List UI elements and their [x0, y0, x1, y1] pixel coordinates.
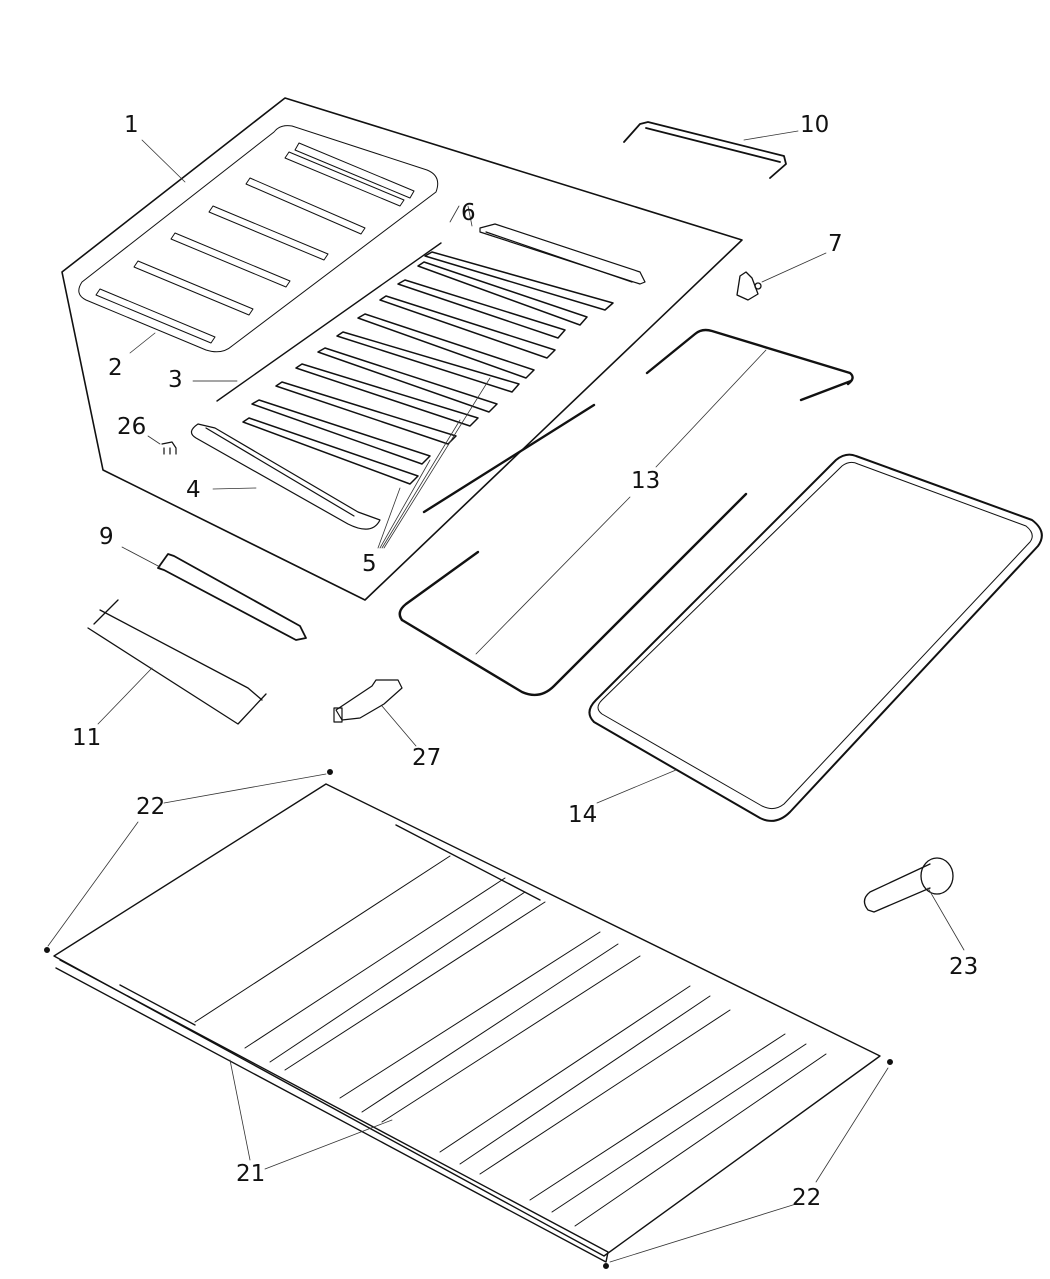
part-2-sunshade-panel: [78, 125, 439, 353]
callout-5: 5: [362, 551, 377, 577]
part-14-glass-panel: [588, 453, 1043, 822]
part-22-screws: [44, 769, 893, 1269]
callout-21: 21: [236, 1161, 266, 1187]
louver-slats: [242, 251, 614, 485]
callout-2: 2: [108, 355, 123, 381]
part-11-side-frame: [87, 599, 267, 725]
callout-14: 14: [568, 802, 598, 828]
part-21-ceiling-panel: [53, 783, 881, 1263]
part-1-headliner-panel: [61, 97, 743, 601]
part-10-rear-bow: [623, 121, 787, 179]
callout-10: 10: [800, 112, 830, 138]
callout-6: 6: [461, 200, 476, 226]
callout-13: 13: [631, 468, 661, 494]
part-9-side-rail: [157, 553, 307, 641]
callout-9: 9: [99, 524, 114, 550]
part-26-clip: [161, 441, 177, 455]
callout-23: 23: [949, 954, 979, 980]
leader-lines: [47, 130, 965, 1263]
callout-7: 7: [828, 231, 843, 257]
part-6-rail: [479, 223, 646, 285]
callout-27: 27: [412, 745, 442, 771]
callout-4: 4: [186, 477, 201, 503]
callout-11: 11: [72, 725, 102, 751]
part-4-front-rail: [190, 423, 381, 530]
part-13-seal: [398, 328, 854, 697]
callout-22-left: 22: [136, 794, 166, 820]
part-27-hinge: [333, 679, 403, 723]
callout-26: 26: [117, 414, 147, 440]
part-23-push-pin: [863, 857, 954, 913]
callout-22-right: 22: [792, 1185, 822, 1211]
part-3-strip: [192, 242, 442, 402]
callout-1: 1: [124, 112, 139, 138]
part-7-bracket: [736, 271, 762, 301]
callout-3: 3: [168, 367, 183, 393]
